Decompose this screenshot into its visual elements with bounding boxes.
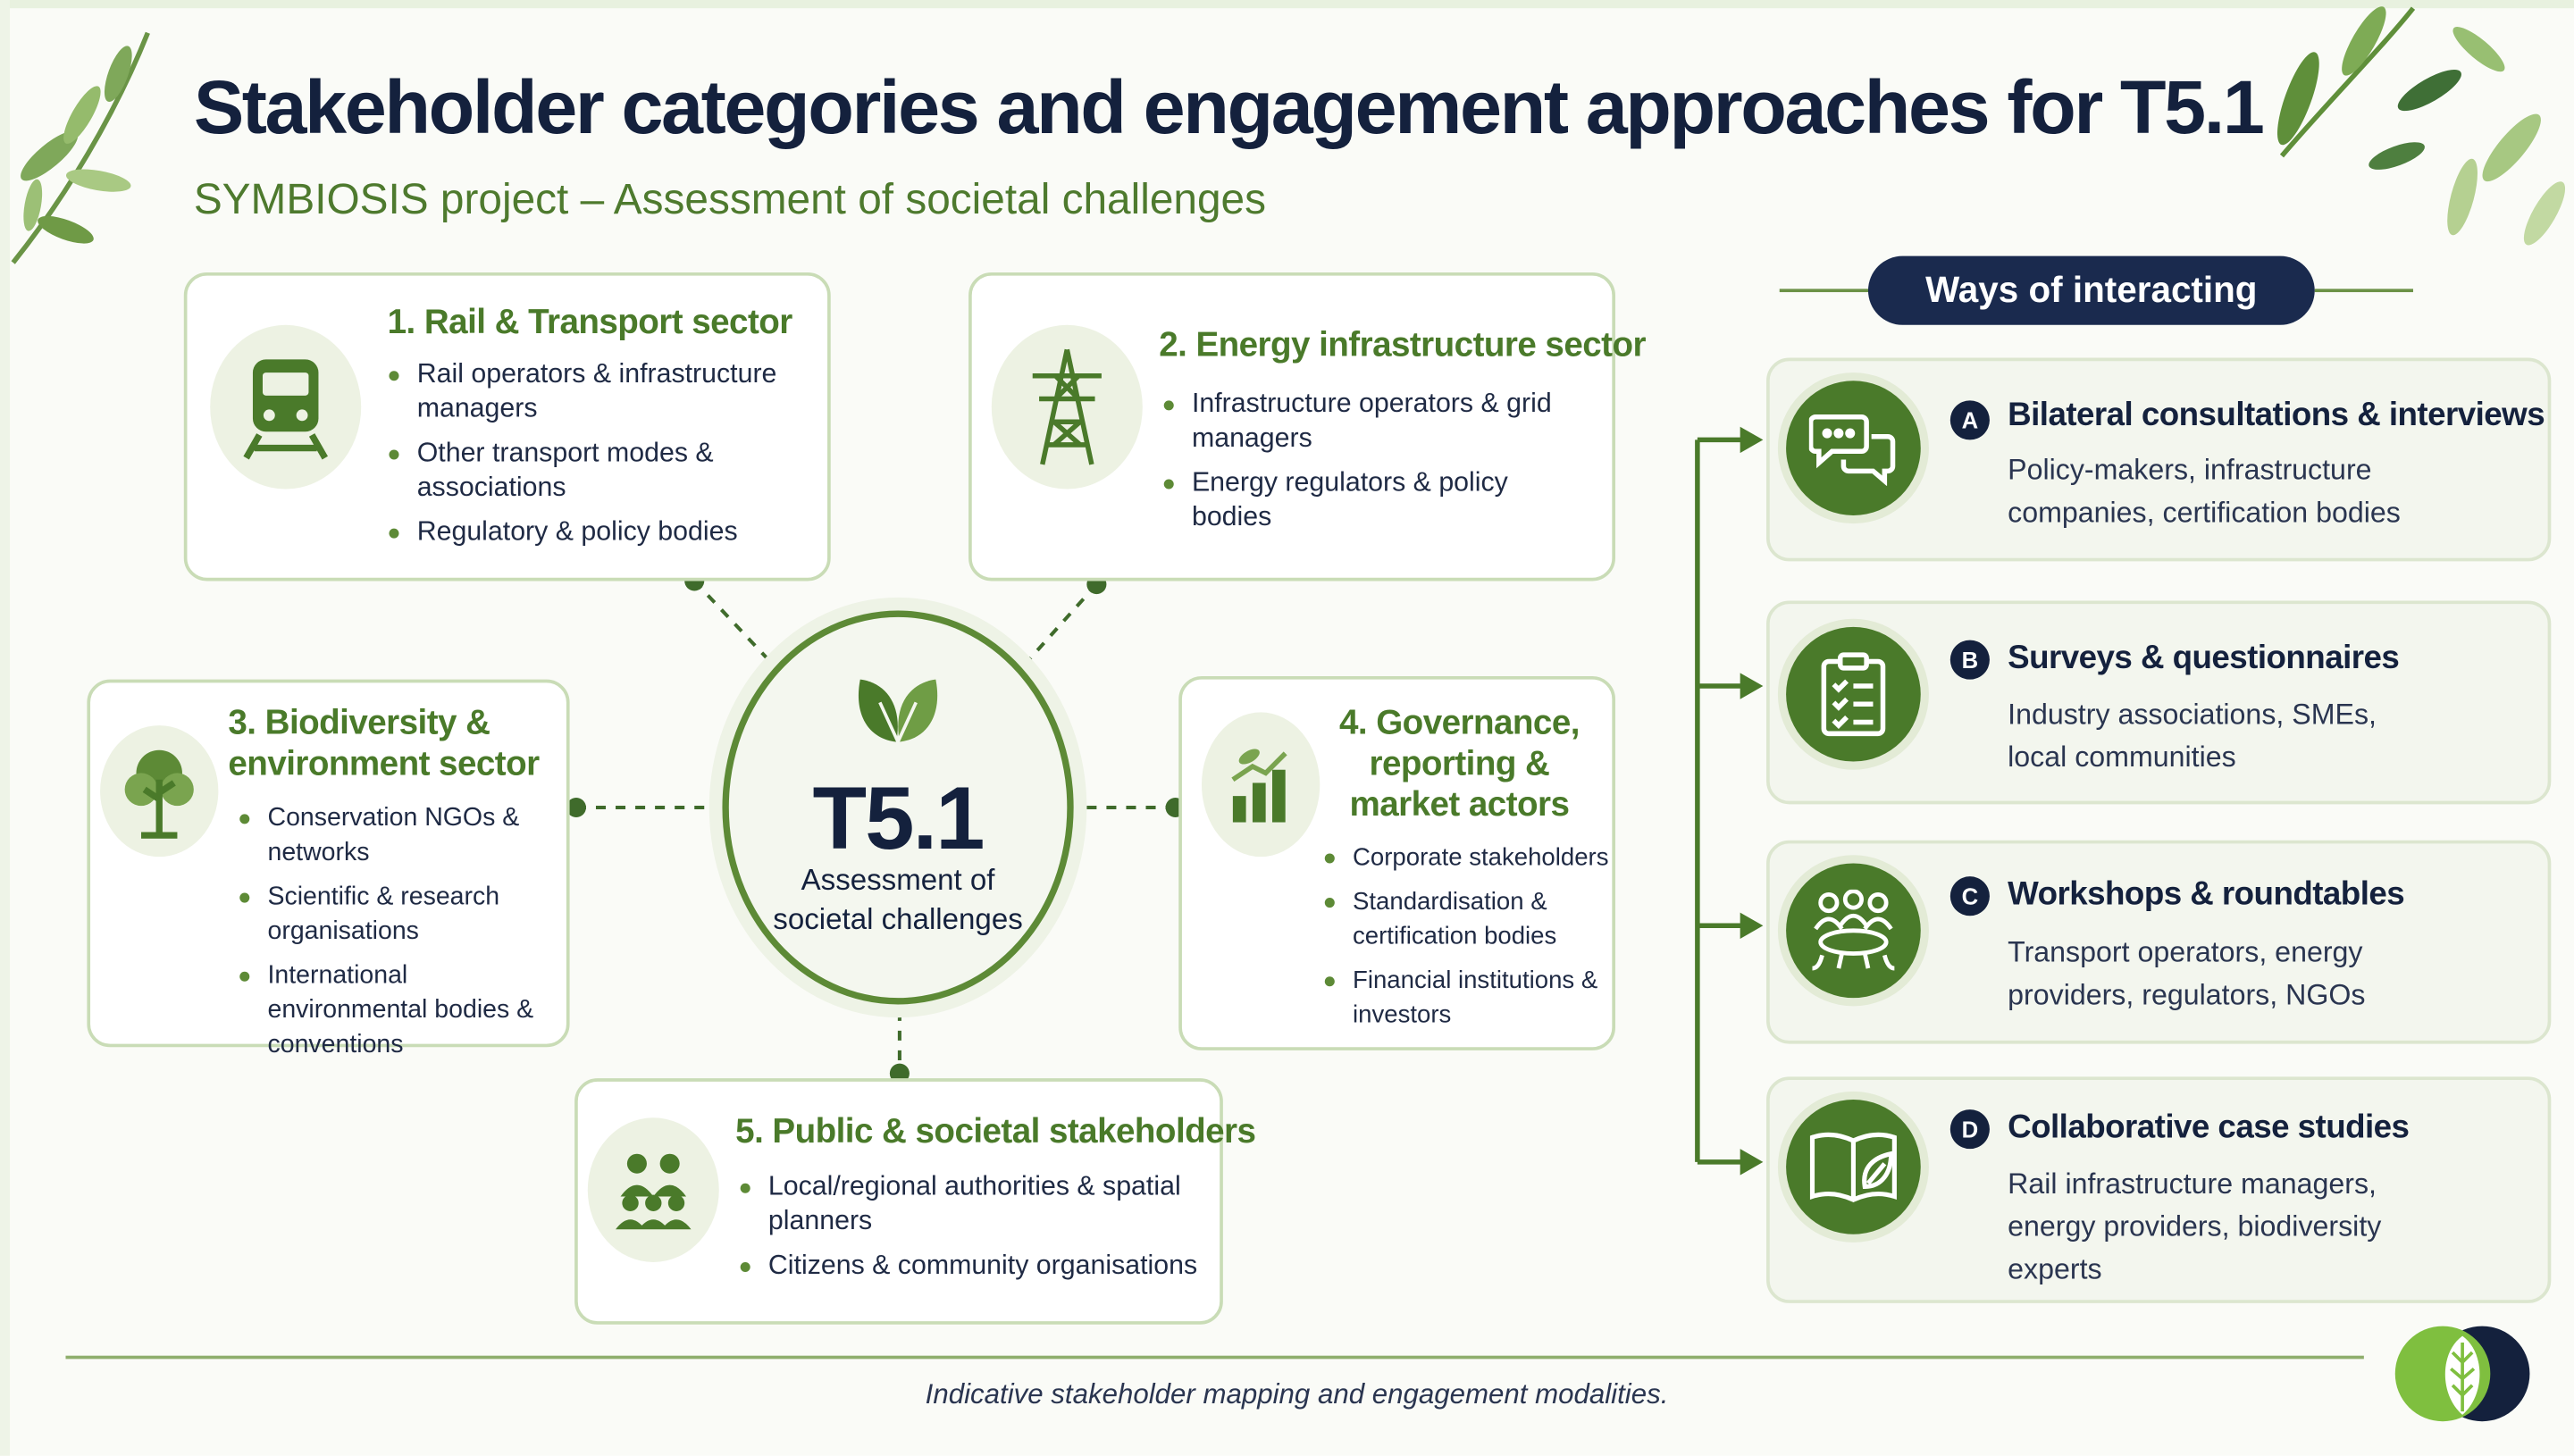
list-item: Infrastructure operators & grid managers bbox=[1162, 388, 1556, 456]
way-letter-badge: B bbox=[1949, 640, 1990, 680]
roundtable-icon bbox=[1786, 863, 1921, 999]
way-description: Industry associations, SMEs, local commu… bbox=[2008, 692, 2377, 778]
list-item: Financial institutions & investors bbox=[1323, 964, 1612, 1033]
list-item: Local/regional authorities & spatial pla… bbox=[739, 1170, 1215, 1239]
clipboard-checklist-icon bbox=[1786, 626, 1921, 762]
list-item: Energy regulators & policy bodies bbox=[1162, 466, 1556, 535]
category-title: 5. Public & societal stakeholders bbox=[735, 1112, 1256, 1151]
center-label: Assessment of societal challenges bbox=[729, 860, 1068, 939]
category-items: Rail operators & infrastructure managers… bbox=[388, 358, 815, 560]
ways-arrow-bracket bbox=[1695, 437, 1747, 1165]
way-description-line: Transport operators, energy bbox=[2008, 935, 2363, 969]
open-book-leaf-icon bbox=[1786, 1100, 1921, 1234]
category-card-public-societal: 5. Public & societal stakeholders Local/… bbox=[574, 1078, 1256, 1325]
way-card-a: A Bilateral consultations & interviews P… bbox=[1766, 357, 2552, 562]
list-item: Rail operators & infrastructure managers bbox=[388, 358, 815, 427]
way-card-d: D Collaborative case studies Rail infras… bbox=[1766, 1076, 2552, 1303]
list-item: Corporate stakeholders bbox=[1323, 841, 1612, 875]
category-items: Corporate stakeholders Standardisation &… bbox=[1323, 841, 1612, 1042]
way-card-c: C Workshops & roundtables Transport oper… bbox=[1766, 840, 2552, 1044]
train-icon bbox=[210, 324, 362, 490]
center-label-line: Assessment of bbox=[801, 863, 995, 897]
way-title: Surveys & questionnaires bbox=[2008, 640, 2400, 677]
category-items: Local/regional authorities & spatial pla… bbox=[739, 1170, 1215, 1293]
leaf-sprout-icon bbox=[858, 679, 938, 743]
power-pylon-icon bbox=[991, 324, 1143, 490]
page-subtitle: SYMBIOSIS project – Assessment of societ… bbox=[193, 173, 1267, 223]
list-item: Standardisation & certification bodies bbox=[1323, 884, 1612, 953]
way-description-line: Rail infrastructure managers, bbox=[2008, 1167, 2377, 1201]
chat-bubbles-icon bbox=[1786, 381, 1921, 515]
ways-heading-rule-left bbox=[1779, 289, 1872, 293]
way-description-line: providers, regulators, NGOs bbox=[2008, 978, 2366, 1011]
category-card-biodiversity: 3. Biodiversity & environment sector Con… bbox=[87, 679, 570, 1059]
way-title: Bilateral consultations & interviews bbox=[2008, 397, 2545, 434]
category-title-line: environment sector bbox=[228, 745, 540, 783]
community-icon bbox=[587, 1117, 719, 1262]
way-letter-badge: C bbox=[1949, 876, 1990, 916]
category-title: 1. Rail & Transport sector bbox=[387, 303, 793, 342]
list-item: International environmental bodies & con… bbox=[238, 958, 559, 1062]
way-description: Transport operators, energy providers, r… bbox=[2008, 931, 2365, 1017]
list-item: Conservation NGOs & networks bbox=[238, 801, 559, 870]
way-card-b: B Surveys & questionnaires Industry asso… bbox=[1766, 600, 2552, 805]
center-hub-t51: T5.1 Assessment of societal challenges bbox=[722, 610, 1074, 1005]
list-item: Citizens & community organisations bbox=[739, 1249, 1215, 1284]
ways-heading-rule-right bbox=[2314, 289, 2413, 293]
way-description: Policy-makers, infrastructure companies,… bbox=[2008, 448, 2401, 534]
category-title-line: 3. Biodiversity & bbox=[228, 704, 490, 742]
footer-divider bbox=[65, 1355, 2364, 1360]
way-description: Rail infrastructure managers, energy pro… bbox=[2008, 1162, 2381, 1290]
foliage-top-left-decoration bbox=[11, 31, 150, 264]
ways-arrowheads bbox=[1740, 426, 1764, 1176]
ways-heading: Ways of interacting bbox=[1867, 255, 2315, 325]
category-title: 2. Energy infrastructure sector bbox=[1159, 326, 1646, 364]
project-logo bbox=[2394, 1326, 2530, 1422]
category-card-energy: 2. Energy infrastructure sector Infrastr… bbox=[968, 272, 1647, 582]
category-title-line: market actors bbox=[1349, 786, 1570, 824]
foliage-top-right-decoration bbox=[2276, 6, 2566, 246]
way-title: Collaborative case studies bbox=[2008, 1109, 2410, 1146]
way-title: Workshops & roundtables bbox=[2008, 876, 2405, 913]
way-description-line: energy providers, biodiversity bbox=[2008, 1209, 2382, 1243]
category-items: Infrastructure operators & grid managers… bbox=[1162, 388, 1556, 545]
list-item: Other transport modes & associations bbox=[388, 437, 815, 506]
list-item: Regulatory & policy bodies bbox=[388, 515, 815, 550]
category-title-line: 4. Governance, bbox=[1338, 704, 1580, 742]
way-description-line: experts bbox=[2008, 1251, 2102, 1285]
way-description-line: companies, certification bodies bbox=[2008, 495, 2401, 529]
top-border bbox=[0, 0, 2574, 9]
page-title: Stakeholder categories and engagement ap… bbox=[193, 63, 2265, 150]
left-border bbox=[0, 0, 11, 1456]
tree-icon bbox=[100, 725, 219, 858]
category-items: Conservation NGOs & networks Scientific … bbox=[238, 801, 559, 1072]
center-code: T5.1 bbox=[812, 769, 985, 868]
list-item: Scientific & research organisations bbox=[238, 880, 559, 949]
way-description-line: Industry associations, SMEs, bbox=[2008, 697, 2377, 731]
category-card-governance: 4. Governance, reporting & market actors… bbox=[1178, 676, 1616, 1050]
way-description-line: local communities bbox=[2008, 740, 2236, 774]
footer-caption: Indicative stakeholder mapping and engag… bbox=[925, 1378, 1669, 1410]
way-letter-badge: D bbox=[1949, 1109, 1990, 1150]
category-title: 3. Biodiversity & environment sector bbox=[228, 702, 540, 784]
center-label-line: societal challenges bbox=[773, 902, 1023, 936]
category-card-rail-transport: 1. Rail & Transport sector Rail operator… bbox=[183, 272, 831, 582]
category-title-line: reporting & bbox=[1369, 745, 1550, 783]
way-description-line: Policy-makers, infrastructure bbox=[2008, 453, 2372, 486]
growth-chart-icon bbox=[1201, 712, 1321, 858]
way-letter-badge: A bbox=[1949, 400, 1990, 440]
connector-lines bbox=[575, 580, 1176, 1074]
category-title: 4. Governance, reporting & market actors bbox=[1337, 702, 1583, 825]
